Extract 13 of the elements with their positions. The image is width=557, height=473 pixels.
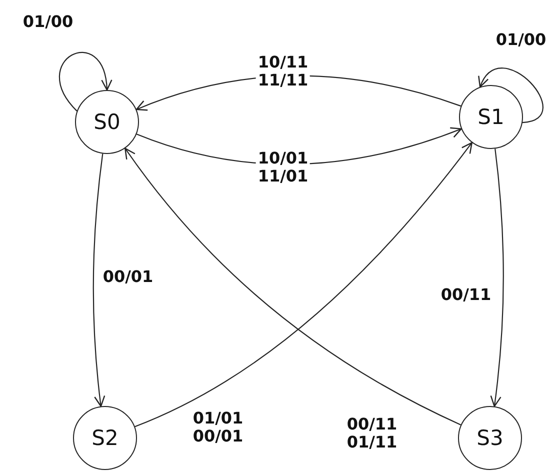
state-name: S0 (94, 110, 120, 134)
state-name: S2 (92, 426, 118, 450)
state-circle (75, 90, 139, 154)
transition-arrow (490, 148, 504, 407)
edge-label: 00/01 (100, 268, 156, 286)
edge-label: 01/00 (20, 12, 76, 32)
transition-arrow (59, 52, 112, 112)
edge-label: 00/11 (438, 286, 494, 304)
state-name: S1 (478, 105, 504, 129)
edge-label: 01/00 (494, 30, 548, 50)
transition-arrow (92, 154, 106, 407)
transition-arrow (479, 68, 544, 124)
state-name: S3 (476, 426, 504, 450)
